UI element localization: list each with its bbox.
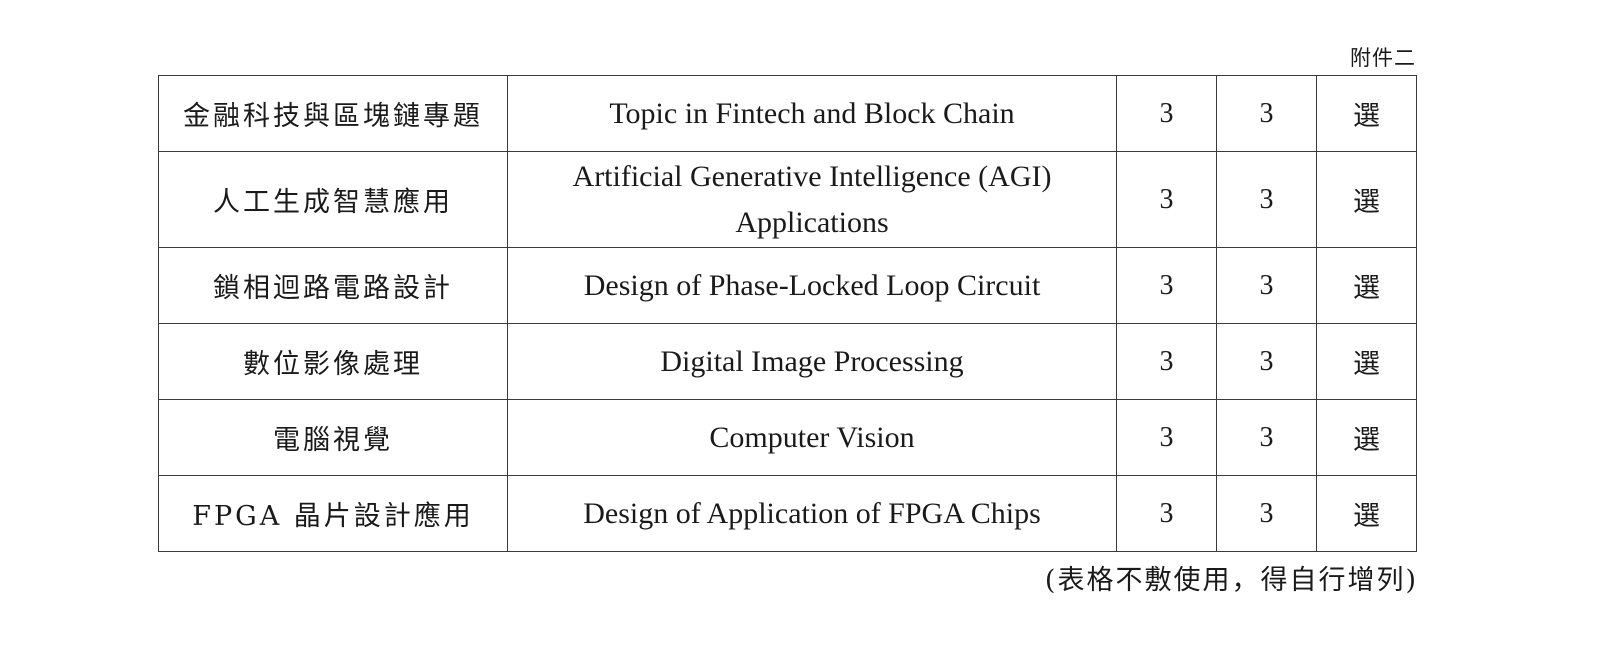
course-name-zh: 鎖相迴路電路設計	[158, 247, 508, 324]
course-name-zh: 電腦視覺	[158, 399, 508, 476]
credits-cell: 3	[1116, 399, 1217, 476]
course-name-en-line: Digital Image Processing	[660, 344, 964, 378]
course-name-en-line: Applications	[735, 205, 889, 239]
table-row: FPGA 晶片設計應用 Design of Application of FPG…	[158, 475, 1417, 552]
course-name-en: Design of Phase-Locked Loop Circuit	[507, 247, 1117, 324]
course-name-en-line: Computer Vision	[709, 420, 915, 454]
table-row: 人工生成智慧應用 Artificial Generative Intellige…	[158, 151, 1417, 248]
table-row: 電腦視覺 Computer Vision 3 3 選	[158, 399, 1417, 476]
course-type-cell: 選	[1316, 151, 1417, 248]
course-name-en: Topic in Fintech and Block Chain	[507, 75, 1117, 152]
hours-cell: 3	[1216, 75, 1317, 152]
credits-cell: 3	[1116, 247, 1217, 324]
course-name-en: Digital Image Processing	[507, 323, 1117, 400]
table-row: 鎖相迴路電路設計 Design of Phase-Locked Loop Cir…	[158, 247, 1417, 324]
hours-cell: 3	[1216, 247, 1317, 324]
course-name-zh: 數位影像處理	[158, 323, 508, 400]
credits-cell: 3	[1116, 75, 1217, 152]
course-name-en: Design of Application of FPGA Chips	[507, 475, 1117, 552]
course-name-en-line: Design of Application of FPGA Chips	[583, 496, 1041, 530]
credits-cell: 3	[1116, 475, 1217, 552]
table-row: 數位影像處理 Digital Image Processing 3 3 選	[158, 323, 1417, 400]
course-type-cell: 選	[1316, 247, 1417, 324]
table-row: 金融科技與區塊鏈專題 Topic in Fintech and Block Ch…	[158, 75, 1417, 152]
course-table: 金融科技與區塊鏈專題 Topic in Fintech and Block Ch…	[158, 75, 1417, 552]
credits-cell: 3	[1116, 151, 1217, 248]
course-type-cell: 選	[1316, 475, 1417, 552]
course-name-zh: FPGA 晶片設計應用	[158, 475, 508, 552]
annex-label: 附件二	[1350, 46, 1416, 70]
credits-cell: 3	[1116, 323, 1217, 400]
course-type-cell: 選	[1316, 323, 1417, 400]
course-name-zh: 金融科技與區塊鏈專題	[158, 75, 508, 152]
course-name-zh: 人工生成智慧應用	[158, 151, 508, 248]
hours-cell: 3	[1216, 151, 1317, 248]
course-type-cell: 選	[1316, 399, 1417, 476]
table-footnote: (表格不敷使用，得自行增列)	[1044, 565, 1418, 596]
course-name-en-line: Design of Phase-Locked Loop Circuit	[583, 268, 1041, 302]
course-type-cell: 選	[1316, 75, 1417, 152]
course-name-en-line: Topic in Fintech and Block Chain	[609, 96, 1015, 130]
hours-cell: 3	[1216, 323, 1317, 400]
course-name-en-line: Artificial Generative Intelligence (AGI)	[572, 159, 1052, 193]
course-name-en: Artificial Generative Intelligence (AGI)…	[507, 151, 1117, 248]
hours-cell: 3	[1216, 399, 1317, 476]
course-name-en: Computer Vision	[507, 399, 1117, 476]
hours-cell: 3	[1216, 475, 1317, 552]
